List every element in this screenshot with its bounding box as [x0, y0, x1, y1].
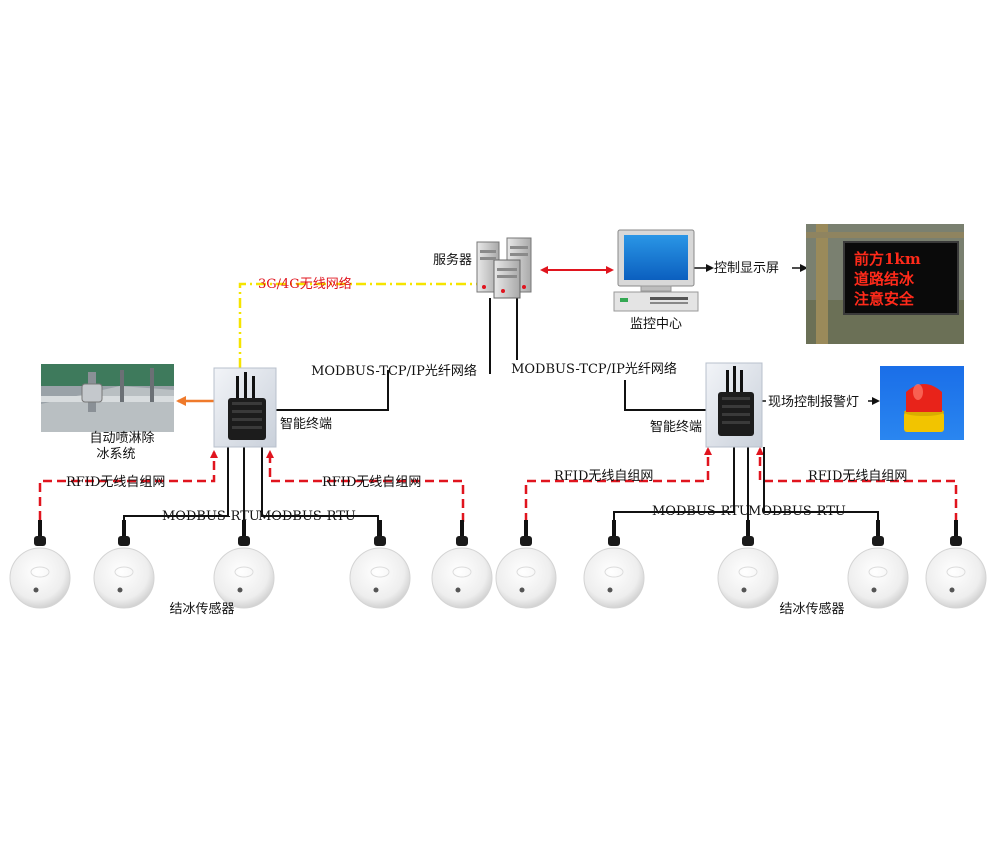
sign-line-3: 注意安全: [854, 290, 915, 308]
wireless-terminal-icon: [705, 362, 763, 448]
monitor-center-label: 监控中心: [630, 317, 682, 332]
desktop-computer-icon: [613, 229, 699, 312]
alarm-beacon-icon: [880, 366, 964, 440]
wireless-terminal-icon: [213, 367, 277, 448]
sign-line-2: 道路结冰: [854, 270, 915, 288]
rtu-label-4: MODBUS-RTU: [748, 504, 846, 519]
wireless-label: 3G/4G无线网络: [258, 276, 352, 292]
rfid-label-3: RFID无线自组网: [554, 469, 653, 484]
rfid-label-1: RFID无线自组网: [66, 475, 165, 490]
rtu-label-1: MODBUS-RTU: [162, 509, 260, 524]
spray-label-line2: 冰系统: [96, 447, 135, 462]
ice-sensor-icon: [925, 520, 987, 609]
ice-sensor-icon: [213, 520, 275, 609]
rtu-label-2: MODBUS-RTU: [258, 509, 356, 524]
ice-sensor-icon: [93, 520, 155, 609]
ice-sensor-icon: [847, 520, 909, 609]
fiber-links: [276, 298, 706, 411]
ice-sensor-icon: [431, 520, 493, 609]
server-rack-icon: [476, 237, 532, 299]
ice-sensor-icon: [9, 520, 71, 609]
display-label: 控制显示屏: [714, 261, 779, 276]
wireless-link: [238, 282, 480, 368]
rfid-label-2: RFID无线自组网: [322, 475, 421, 490]
sensor-label-left: 结冰传感器: [169, 601, 234, 617]
fiber-label-right: MODBUS-TCP/IP光纤网络: [511, 361, 677, 377]
led-sign-board-icon: [806, 224, 964, 344]
sign-line-1: 前方1km: [854, 250, 921, 268]
rfid-links-right: [524, 447, 958, 522]
terminal-label-left: 智能终端: [280, 416, 332, 432]
spray-label-line1: 自动喷淋除: [89, 431, 154, 446]
rfid-label-4: RFID无线自组网: [808, 469, 907, 484]
terminal-label-right: 智能终端: [650, 419, 702, 435]
sensor-group: [9, 520, 987, 609]
spray-system-photo-icon: [41, 364, 174, 432]
ice-sensor-icon: [583, 520, 645, 609]
server-label: 服务器: [433, 252, 472, 268]
ice-sensor-icon: [717, 520, 779, 609]
ice-sensor-icon: [495, 520, 557, 609]
rfid-links-left: [38, 450, 465, 522]
alarm-light-label: 现场控制报警灯: [768, 394, 859, 410]
ice-sensor-icon: [349, 520, 411, 609]
sensor-label-right: 结冰传感器: [779, 601, 844, 617]
rtu-label-3: MODBUS-RTU: [652, 504, 750, 519]
fiber-label-left: MODBUS-TCP/IP光纤网络: [311, 363, 477, 379]
